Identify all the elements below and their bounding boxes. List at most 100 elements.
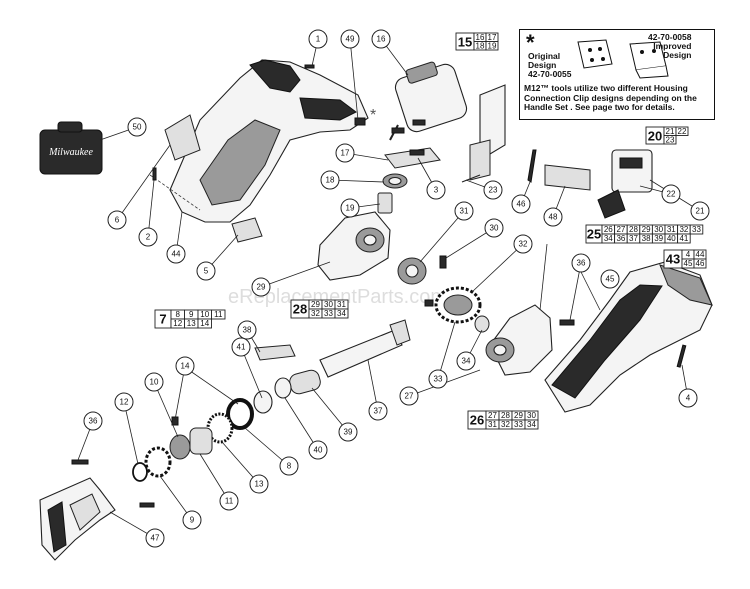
ring-41 — [253, 390, 273, 414]
front-housing-part — [544, 261, 713, 413]
svg-text:37: 37 — [374, 407, 383, 416]
group-cell-label: 10 — [200, 310, 209, 319]
callout-21: 21 — [690, 201, 710, 221]
o-ring-12 — [132, 462, 148, 482]
svg-text:21: 21 — [696, 207, 705, 216]
group-cell-label: 14 — [200, 319, 209, 328]
callout-38: 38 — [237, 320, 257, 340]
group-box-20: 20 21 22 23 — [645, 126, 689, 145]
svg-text:16: 16 — [476, 33, 485, 42]
svg-text:18: 18 — [326, 176, 335, 185]
part-49 — [354, 117, 366, 126]
group-cell-label: 32 — [311, 309, 320, 318]
pinion-19 — [377, 192, 393, 214]
svg-text:27: 27 — [405, 392, 414, 401]
svg-text:28: 28 — [293, 302, 307, 317]
screw-motor-a — [391, 127, 405, 134]
callout-40: 40 — [308, 440, 328, 460]
callout-36b: 36 — [83, 411, 103, 431]
svg-text:36: 36 — [577, 259, 586, 268]
svg-text:30: 30 — [490, 224, 499, 233]
callout-46: 46 — [511, 194, 531, 214]
bearing-34 — [474, 315, 490, 333]
plunger-shaft-part — [319, 319, 411, 378]
group-cell-label: 29 — [311, 300, 320, 309]
svg-text:46: 46 — [696, 259, 705, 268]
spring-13 — [206, 412, 234, 444]
svg-text:11: 11 — [225, 497, 234, 506]
group-cell — [677, 233, 691, 244]
group-cell-label: 8 — [176, 310, 181, 319]
callout-41: 41 — [231, 337, 251, 357]
group-cell-label: 40 — [667, 234, 676, 243]
screw-36a — [559, 319, 575, 326]
callout-47: 47 — [145, 528, 165, 548]
group-cell-label: 33 — [514, 420, 523, 429]
label-sheet-6 — [164, 114, 201, 161]
callout-5: 5 — [196, 261, 216, 281]
group-cell-label: 29 — [642, 225, 651, 234]
callout-37: 37 — [368, 401, 388, 421]
battery-terminal-part — [597, 149, 653, 219]
carrying-case-part: Milwaukee — [39, 121, 103, 175]
svg-text:44: 44 — [172, 250, 181, 259]
svg-text:43: 43 — [666, 252, 680, 267]
callout-3: 3 — [426, 180, 446, 200]
svg-text:32: 32 — [519, 240, 528, 249]
callout-32: 32 — [513, 234, 533, 254]
svg-text:31: 31 — [460, 207, 469, 216]
svg-text:3: 3 — [434, 186, 439, 195]
svg-text:15: 15 — [458, 35, 472, 50]
group-cell-label: 30 — [324, 300, 333, 309]
callout-30: 30 — [484, 218, 504, 238]
svg-text:39: 39 — [344, 428, 353, 437]
callout-9: 9 — [182, 510, 202, 530]
washer-40 — [274, 377, 292, 399]
group-cell-label: 31 — [667, 225, 676, 234]
svg-text:5: 5 — [204, 267, 209, 276]
group-cell-label: 41 — [679, 234, 688, 243]
callout-49: 49 — [340, 29, 360, 49]
svg-text:4: 4 — [686, 250, 691, 259]
callout-39: 39 — [338, 422, 358, 442]
svg-text:23: 23 — [489, 186, 498, 195]
svg-text:2: 2 — [146, 233, 151, 242]
svg-text:25: 25 — [587, 227, 601, 242]
sleeve-39 — [289, 369, 321, 395]
group-cell-label: 11 — [214, 310, 223, 319]
clip-46 — [527, 149, 537, 183]
gear-case-part — [485, 304, 553, 376]
callout-1: 1 — [308, 29, 328, 49]
svg-text:34: 34 — [462, 357, 471, 366]
screw-motor-b — [412, 119, 426, 126]
svg-text:33: 33 — [434, 375, 443, 384]
svg-text:16: 16 — [377, 35, 386, 44]
screw-36b — [71, 459, 89, 465]
group-cell-label: 27 — [488, 411, 497, 420]
svg-text:17: 17 — [488, 33, 497, 42]
group-cell-label: 32 — [501, 420, 510, 429]
callout-50: 50 — [127, 117, 147, 137]
case-logo-text: Milwaukee — [48, 147, 93, 158]
screw-1 — [304, 64, 315, 69]
group-cell-label: 28 — [629, 225, 638, 234]
group-cell-label: 39 — [654, 234, 663, 243]
group-cell-label: 9 — [189, 310, 194, 319]
original-clip-icon — [577, 39, 613, 69]
callout-19: 19 — [340, 198, 360, 218]
svg-text:19: 19 — [488, 42, 497, 51]
svg-text:18: 18 — [476, 42, 485, 51]
callout-29: 29 — [251, 277, 271, 297]
callout-2: 2 — [138, 227, 158, 247]
group-cell — [689, 224, 704, 235]
group-cell-label: 34 — [337, 309, 346, 318]
screw-14 — [171, 416, 179, 426]
group-cell-label: 29 — [514, 411, 523, 420]
group-cell-label: 31 — [337, 300, 346, 309]
group-cell-label: 27 — [616, 225, 625, 234]
svg-text:40: 40 — [314, 446, 323, 455]
svg-text:6: 6 — [115, 216, 120, 225]
